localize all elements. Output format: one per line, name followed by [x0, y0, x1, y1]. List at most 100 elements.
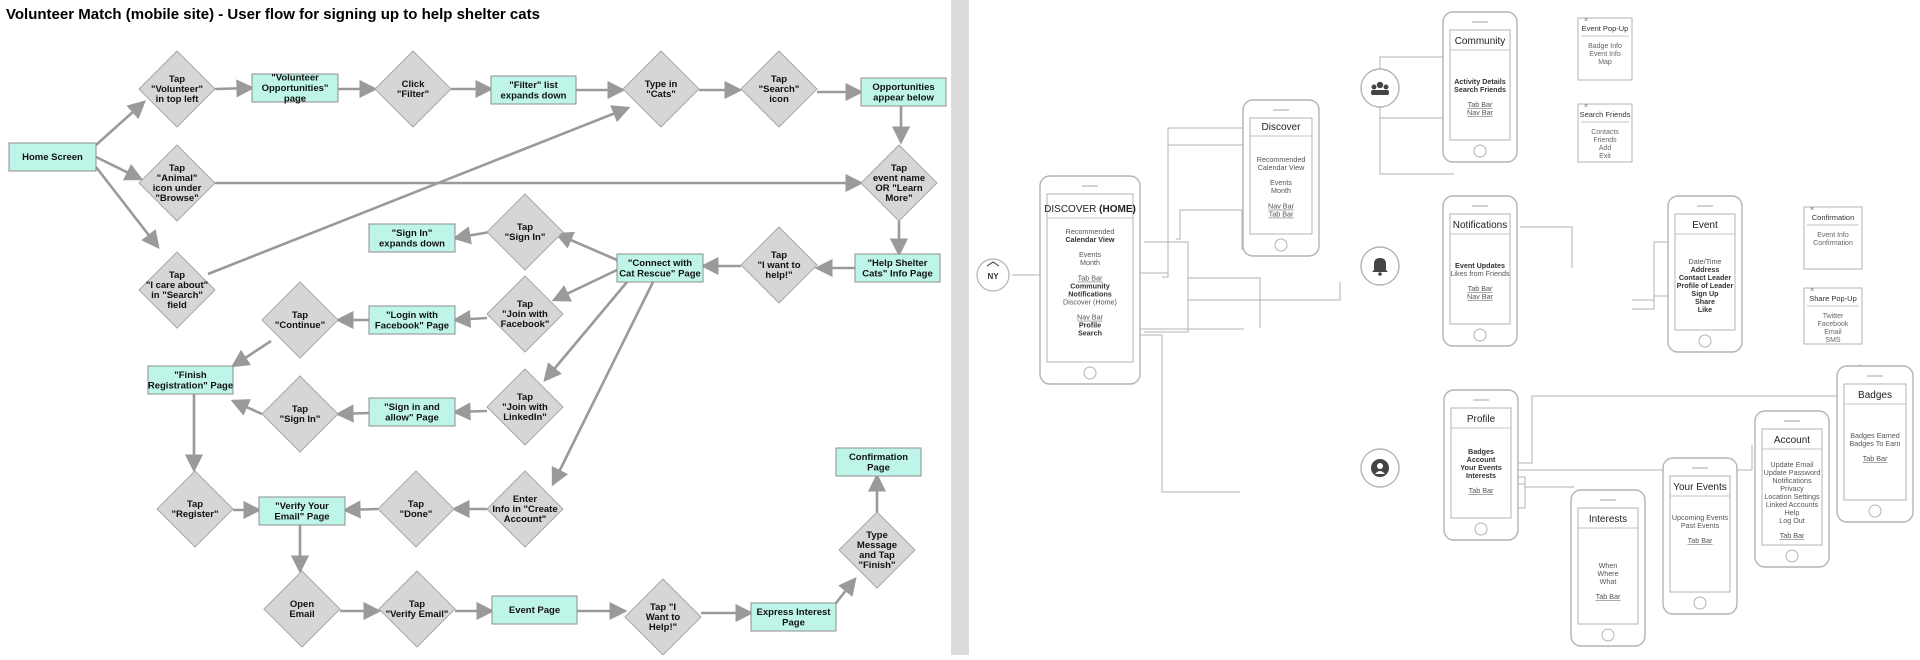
- popup-item: Map: [1598, 59, 1612, 66]
- screen-item: Tab Bar: [1468, 284, 1493, 293]
- flow-arrow: [342, 500, 379, 519]
- phone-home-button: [1785, 549, 1799, 563]
- screen-item: Update Password: [1764, 468, 1821, 477]
- flow-decision-label: "Continue": [275, 320, 325, 331]
- community-icon[interactable]: [1360, 68, 1400, 108]
- flow-step-label: "Filter" list: [509, 80, 558, 91]
- flow-decision-label: Email: [289, 609, 314, 620]
- flow-arrow: [230, 399, 263, 416]
- flow-step-label: page: [284, 94, 306, 105]
- flow-arrow: [95, 100, 146, 146]
- flow-decision-label: "I want to: [757, 260, 800, 271]
- flow-decision-label: Message: [857, 540, 897, 551]
- flow-decision-label: Tap: [891, 163, 907, 174]
- phone-home-button: [1473, 328, 1487, 342]
- screen-item: Badges: [1468, 447, 1494, 456]
- flow-decision-label: Facebook": [501, 319, 550, 330]
- flow-decision-label: "Join with: [502, 402, 548, 413]
- flow-decision-label: Enter: [513, 494, 538, 505]
- phone-home-button: [1698, 334, 1712, 348]
- flow-step-box: [368, 397, 456, 427]
- phone-display: [1669, 475, 1731, 593]
- flow-step-box: [616, 253, 704, 283]
- flow-step-label: allow" Page: [385, 412, 439, 423]
- flow-arrow: [834, 576, 857, 604]
- flow-step-box: [147, 365, 234, 395]
- flow-step-label: "Verify Your: [275, 501, 329, 512]
- popup-item: Exit: [1599, 153, 1611, 160]
- panel-divider: [951, 0, 969, 655]
- flow-decision-label: "Sign In": [280, 414, 321, 425]
- flow-decision-label: Tap: [169, 74, 185, 85]
- screen-item: Recommended: [1257, 155, 1306, 164]
- screen-item: Nav Bar: [1077, 313, 1104, 322]
- flow-decision-label: Open: [290, 599, 314, 610]
- sitemap-connector: [1516, 445, 1753, 471]
- flow-decision-label: icon under: [153, 183, 202, 194]
- screen-item: Tab Bar: [1078, 273, 1103, 282]
- popup-title: Event Pop-Up: [1582, 24, 1629, 33]
- phone-display: [1674, 213, 1736, 331]
- flow-decision-label: "Register": [171, 509, 218, 520]
- screen-item: Privacy: [1780, 484, 1804, 493]
- person-head: [1371, 84, 1377, 90]
- flow-decision-diamond: [138, 251, 216, 329]
- profile-icon[interactable]: [1360, 448, 1400, 488]
- flow-decision-label: "Volunteer": [151, 84, 203, 95]
- flow-decision-label: Want to: [646, 612, 681, 623]
- flow-decision-label: icon: [769, 94, 789, 105]
- sitemap-connector: [1545, 226, 1573, 268]
- flow-decision-label: Type in: [645, 79, 678, 90]
- flow-decision-diamond: [138, 144, 216, 222]
- flow-step-label: Page: [782, 617, 805, 628]
- screen-item: Help: [1785, 508, 1800, 517]
- flow-decision-label: Info in "Create: [492, 504, 557, 515]
- app-logo-mark: [986, 261, 1000, 267]
- screen-item: Log Out: [1779, 516, 1805, 525]
- popup-frame: [1803, 287, 1863, 345]
- flow-decision-label: Tap: [517, 392, 533, 403]
- flow-step-label: Email" Page: [274, 511, 329, 522]
- flow-step-label: Facebook" Page: [375, 320, 449, 331]
- popup-close-mark: ×: [1810, 206, 1814, 213]
- flow-decision-diamond: [622, 50, 700, 128]
- flow-decision-label: "Join with: [502, 309, 548, 320]
- screen-item: Event Updates: [1455, 261, 1505, 270]
- person-head: [1376, 81, 1384, 89]
- popup-close-mark: ×: [1584, 17, 1588, 24]
- flow-edges: [94, 79, 911, 623]
- flow-decision-diamond: [261, 281, 339, 359]
- flow-step-label: Cats" Info Page: [862, 268, 933, 279]
- app-logo-text: NY: [987, 272, 999, 281]
- screen-item: Upcoming Events: [1672, 513, 1729, 522]
- flow-decision-label: "Done": [400, 509, 433, 520]
- screen-item: Discover (Home): [1063, 297, 1117, 306]
- flow-arrow: [452, 309, 488, 329]
- flow-step-label: "Connect with: [628, 258, 692, 269]
- notification-bell-icon[interactable]: [1360, 246, 1400, 286]
- flow-step-box: [491, 595, 578, 625]
- phone-display: [1449, 213, 1511, 325]
- screen-item: Tab Bar: [1469, 486, 1494, 495]
- screen-title: Your Events: [1673, 482, 1727, 493]
- flow-decision-label: Tap "I: [650, 602, 676, 613]
- flow-decision-label: "Cats": [646, 89, 676, 100]
- popup-item: Email: [1824, 329, 1842, 336]
- screen-title: Account: [1774, 435, 1810, 446]
- screen-item: Events: [1270, 178, 1292, 187]
- flow-decision-label: Type: [866, 530, 887, 541]
- flow-decision-label: Tap: [517, 299, 533, 310]
- flow-decision-label: Tap: [169, 163, 185, 174]
- flow-step-box: [750, 602, 837, 632]
- screen-item: Sign Up: [1691, 289, 1719, 298]
- phone-display: [1249, 117, 1313, 235]
- bell-shape: [1372, 258, 1388, 272]
- flow-step-label: "Help Shelter: [868, 258, 928, 269]
- flow-decision-label: in top left: [156, 94, 200, 105]
- popup-item: Confirmation: [1813, 240, 1853, 247]
